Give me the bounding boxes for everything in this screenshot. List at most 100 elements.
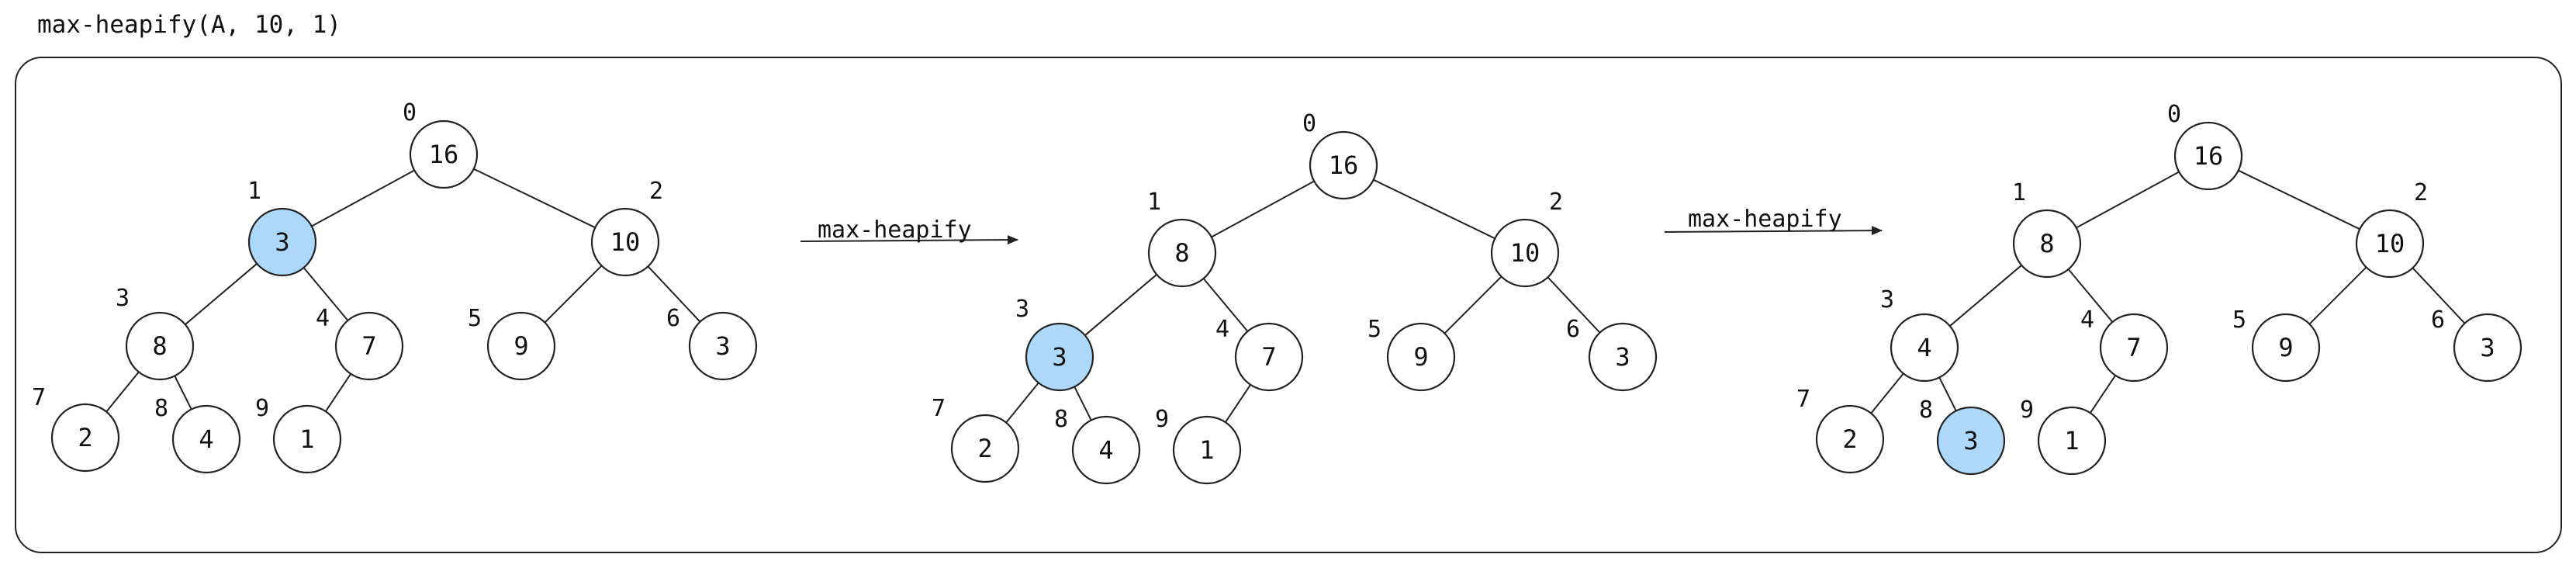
- node-value: 1: [2064, 426, 2079, 455]
- node-index: 3: [1880, 286, 1894, 313]
- node-value: 7: [2126, 333, 2141, 362]
- node-index: 8: [1919, 397, 1933, 424]
- node-circle: [590, 207, 660, 277]
- node-circle: [1490, 218, 1560, 288]
- node-value: 2: [1842, 424, 1857, 454]
- node-value: 8: [1174, 238, 1189, 268]
- node-value: 9: [1413, 342, 1428, 372]
- node-index: 3: [116, 285, 130, 312]
- node-index: 4: [316, 305, 330, 332]
- tree-edge: [1225, 384, 1251, 423]
- node-index: 6: [2431, 307, 2445, 334]
- node-value: 10: [2375, 229, 2405, 258]
- arrow-label: max-heapify: [818, 216, 972, 244]
- tree-edge: [1084, 274, 1157, 336]
- tree-edge: [647, 265, 701, 323]
- node-value: 10: [610, 227, 641, 257]
- node-value: 3: [715, 331, 730, 361]
- node-circle: [1071, 415, 1141, 485]
- node-value: 2: [977, 434, 992, 463]
- tree-edge: [325, 373, 351, 412]
- node-index: 8: [1054, 406, 1068, 433]
- node-value: 3: [2480, 333, 2495, 362]
- node-value: 7: [361, 331, 376, 361]
- node-value: 3: [1615, 342, 1630, 372]
- highlighted-node-circle: [247, 207, 317, 277]
- diagram-frame: [15, 57, 2562, 553]
- tree-edge: [544, 265, 603, 324]
- arrows-group: max-heapify max-heapify: [800, 206, 1883, 245]
- node-index: 0: [1302, 110, 1316, 137]
- node-index: 9: [255, 395, 269, 422]
- node-index: 6: [1566, 316, 1580, 343]
- node-value: 9: [513, 331, 528, 361]
- highlighted-node-circle: [1025, 322, 1094, 392]
- tree-edge: [105, 371, 140, 413]
- node-value: 4: [199, 424, 213, 454]
- node-circle: [171, 404, 241, 474]
- node-value: 1: [1199, 435, 1214, 465]
- tree-edge: [2090, 375, 2116, 414]
- tree-edge: [1949, 265, 2022, 327]
- highlighted-node-circle: [1936, 406, 2006, 476]
- trees-group: 1603110283749536274819160811023374953627…: [32, 99, 2522, 485]
- node-index: 1: [1147, 189, 1161, 216]
- node-index: 2: [2414, 179, 2428, 206]
- node-index: 8: [154, 395, 168, 422]
- node-value: 3: [1052, 342, 1067, 372]
- node-index: 0: [2167, 101, 2181, 128]
- node-value: 10: [1510, 238, 1540, 268]
- transition-arrow: [800, 235, 1018, 245]
- tree-edge: [1938, 377, 1957, 411]
- node-index: 7: [932, 395, 946, 422]
- node-circle: [1588, 322, 1658, 392]
- tree-edge: [1547, 276, 1601, 334]
- node-circle: [486, 311, 556, 381]
- node-value: 16: [429, 140, 459, 169]
- diagram-caption: max-heapify(A, 10, 1): [37, 11, 341, 39]
- tree-edge: [311, 169, 415, 227]
- transition-arrow: [1664, 226, 1883, 236]
- node-index: 4: [2080, 307, 2094, 334]
- node-index: 5: [1368, 316, 1381, 343]
- node-circle: [1147, 218, 1217, 288]
- tree-edge: [2076, 171, 2180, 229]
- node-circle: [2251, 313, 2321, 383]
- node-circle: [2355, 209, 2425, 279]
- node-index: 2: [649, 178, 663, 205]
- node-value: 8: [2039, 229, 2054, 258]
- tree-edge: [1202, 278, 1249, 332]
- node-index: 2: [1549, 189, 1563, 216]
- node-circle: [409, 119, 479, 189]
- node-circle: [50, 403, 120, 473]
- tree-edge: [1373, 178, 1495, 240]
- arrow-label: max-heapify: [1688, 206, 1842, 233]
- node-circle: [2037, 406, 2107, 476]
- node-index: 7: [32, 384, 46, 411]
- node-index: 7: [1796, 386, 1810, 413]
- node-circle: [1309, 130, 1378, 200]
- node-circle: [1815, 404, 1885, 474]
- node-index: 9: [2020, 397, 2034, 424]
- node-circle: [1890, 313, 1959, 383]
- node-value: 16: [1329, 151, 1359, 180]
- tree-edge: [303, 267, 349, 321]
- node-index: 3: [1015, 296, 1029, 323]
- tree-edge: [1870, 372, 1904, 414]
- node-value: 1: [299, 424, 314, 454]
- tree-edge: [1444, 275, 1502, 334]
- node-circle: [950, 414, 1020, 483]
- node-index: 1: [2012, 179, 2026, 206]
- node-value: 8: [152, 331, 167, 361]
- tree-edge: [185, 263, 258, 325]
- node-value: 9: [2278, 333, 2293, 362]
- tree-edge: [2412, 267, 2466, 324]
- node-value: 2: [78, 423, 92, 452]
- tree-edge: [2238, 169, 2360, 230]
- tree-edge: [2067, 268, 2114, 323]
- node-circle: [2453, 313, 2522, 383]
- node-circle: [334, 311, 404, 381]
- tree-edge: [1211, 180, 1315, 238]
